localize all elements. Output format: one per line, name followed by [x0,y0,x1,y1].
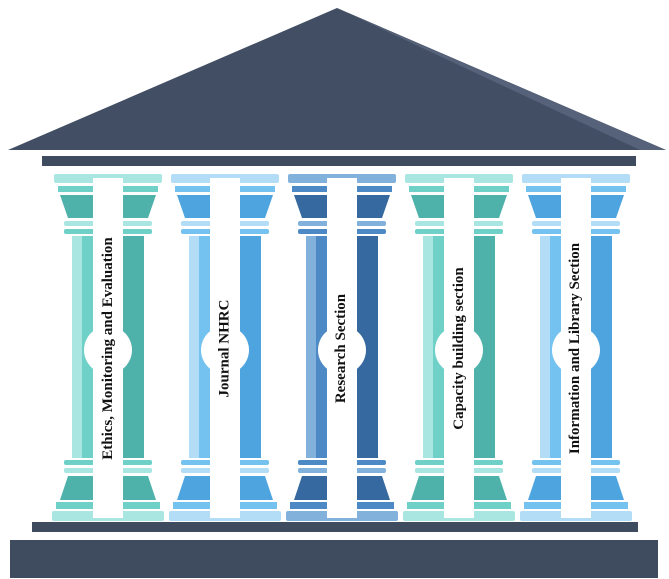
pillar-label-ethics-text: Ethics, Monitoring and Evaluation [99,236,116,460]
roof-beam [42,156,636,166]
base-step-bottom [10,540,658,578]
pillar-shaft-shade-ethics [122,236,144,458]
pillar-label-panel-information [561,178,591,518]
pillar-label-research: Research Section [327,178,357,518]
pillar-label-panel-journal [210,178,240,518]
pillar-label-research-text: Research Section [333,293,350,403]
pillar-label-information-text: Information and Library Section [567,242,584,454]
pillar-shaft-shade-journal [239,236,261,458]
pillar-label-journal: Journal NHRC [210,178,240,518]
pillar-shaft-highlight-journal [189,236,199,458]
pillar-label-capacity-text: Capacity building section [450,266,467,430]
pillar-shaft-highlight-research [306,236,316,458]
roof [8,8,666,150]
pillar-label-panel-capacity [444,178,474,518]
pillar-label-ethics: Ethics, Monitoring and Evaluation [93,178,123,518]
pillar-shaft-shade-research [356,236,378,458]
pillar-label-panel-ethics [93,178,123,518]
pillar-shaft-highlight-ethics [72,236,82,458]
pillar-shaft-shade-capacity [473,236,495,458]
base-step-top [32,522,638,532]
pillar-shaft-highlight-capacity [423,236,433,458]
pillar-label-capacity: Capacity building section [444,178,474,518]
pillar-shaft-shade-information [590,236,612,458]
pillar-label-journal-text: Journal NHRC [216,299,233,397]
pillars [52,174,632,521]
pillar-label-information: Information and Library Section [561,178,591,518]
pillar-label-panel-research [327,178,357,518]
pillar-shaft-highlight-information [540,236,550,458]
